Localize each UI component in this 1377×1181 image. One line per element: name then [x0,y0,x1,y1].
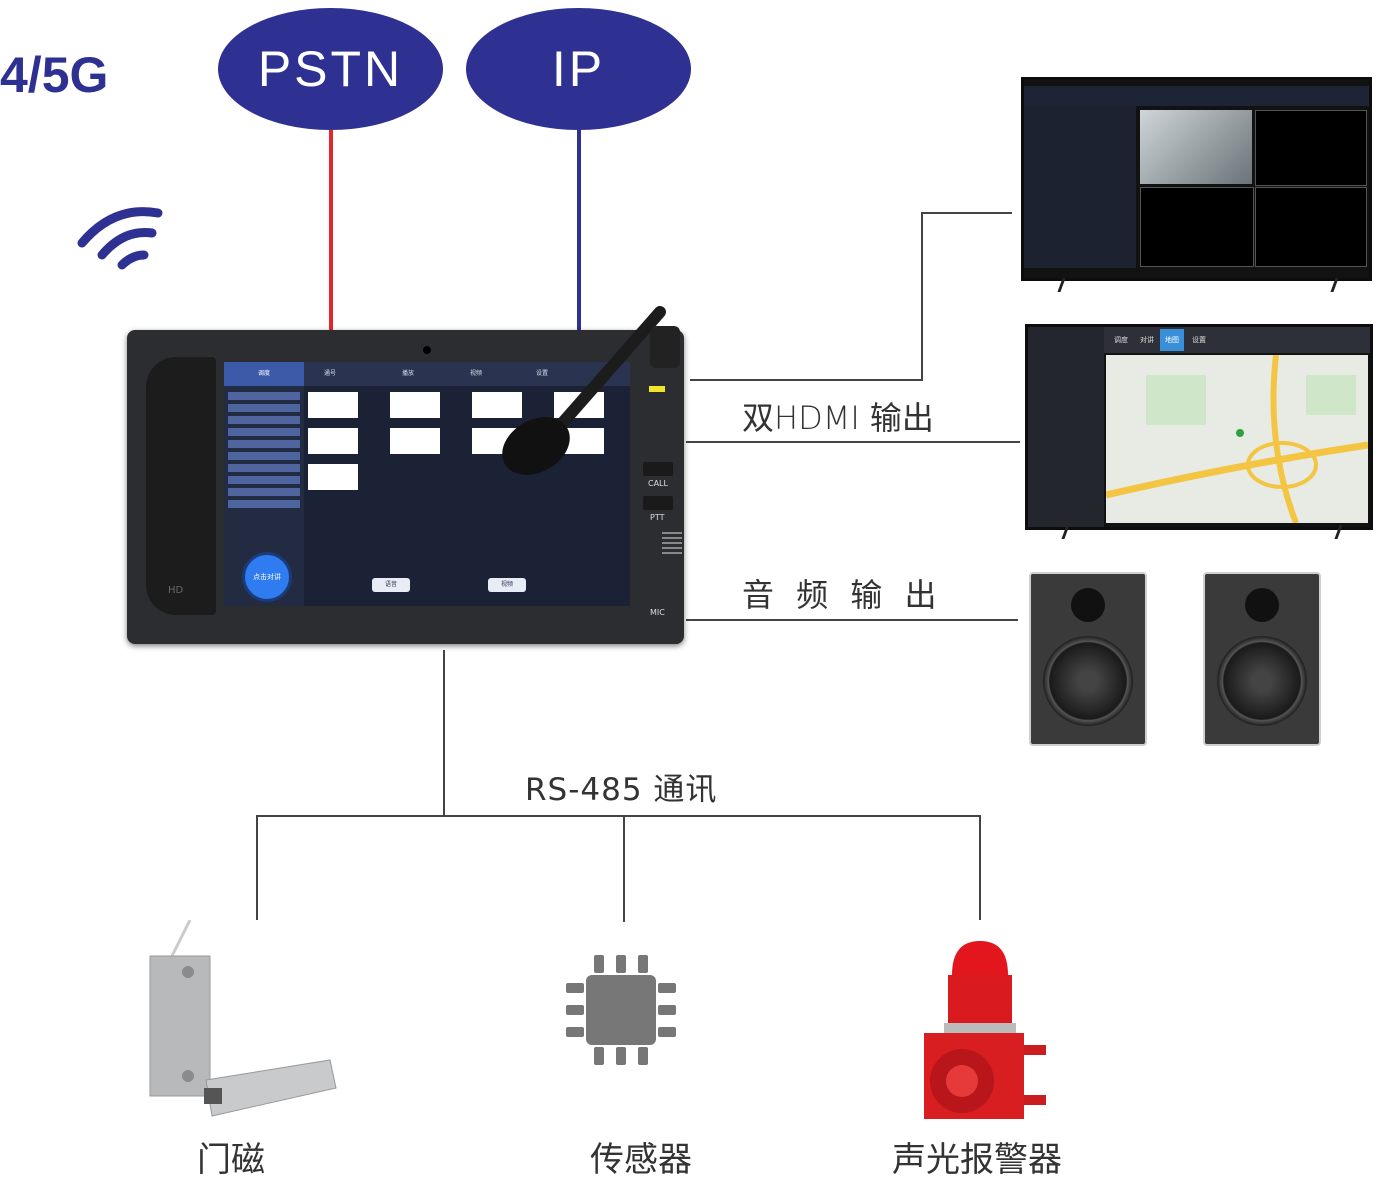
call-button[interactable] [643,462,673,476]
call-label: CALL [648,479,668,488]
tv-video-topbar [1024,86,1369,106]
tab-settings[interactable]: 设置 [536,370,549,377]
camera-lens [423,346,431,354]
map-tab-settings[interactable]: 设置 [1192,336,1206,344]
alarm-label: 声光报警器 [892,1140,1062,1180]
video-tile-2[interactable] [1255,110,1367,186]
tv-stand-2 [1061,525,1343,539]
hdmi-output-label: 双HDMI 输出 [742,399,934,437]
tab-number[interactable]: 通号 [324,370,337,377]
speaker-right [1203,572,1321,746]
video-monitor-tv [1021,77,1372,281]
map-roads [1105,354,1369,525]
tab-video[interactable]: 视频 [470,370,483,377]
mobile-network-label: 4/5G [0,47,109,103]
sidebar-group-list[interactable] [228,392,300,510]
tv-video-sidebar [1024,106,1136,268]
tweeter-icon [1071,588,1105,622]
map-view[interactable] [1105,354,1369,525]
ptt-label: PTT [650,513,665,522]
tab-dispatch[interactable]: 调度 [224,362,304,386]
tweeter-icon [1245,588,1279,622]
sensor-label: 传感器 [590,1140,692,1180]
voice-button[interactable]: 语音 [372,578,410,592]
video-tile-1[interactable] [1140,110,1252,184]
audio-output-label: 音 频 输 出 [742,576,943,614]
speaker-grille [662,532,682,556]
door-magnet-icon [149,920,337,1117]
map-tab-map[interactable]: 地图 [1160,329,1184,351]
map-tab-intercom[interactable]: 对讲 [1140,336,1154,344]
woofer-icon [1043,636,1133,726]
map-monitor-tv: 调度 对讲 地图 设置 [1025,324,1373,530]
tv-stand-1 [1057,278,1339,292]
woofer-icon [1217,636,1307,726]
video-button[interactable]: 视频 [488,578,526,592]
video-tile-4[interactable] [1255,187,1367,267]
speaker-left [1029,572,1147,746]
alarm-siren-icon [924,941,1046,1119]
gooseneck-mic[interactable] [500,298,690,478]
ptt-button[interactable] [643,496,673,510]
rs485-label: RS-485 通讯 [525,772,718,808]
talk-button[interactable]: 点击对讲 [242,552,292,602]
handset[interactable] [146,357,216,615]
terminal-screen: 调度 通号 播放 视频 设置 点击对讲 语音 视频 [224,362,630,606]
handset-mark: HD [168,585,184,596]
mic-label: MIC [650,608,665,617]
ip-ellipse: IP [466,8,691,130]
map-tab-dispatch[interactable]: 调度 [1114,336,1128,344]
video-tile-3[interactable] [1140,187,1254,267]
map-tv-sidebar [1028,327,1104,527]
indicator-light [649,386,665,392]
sensor-chip-icon [566,955,676,1065]
door-sensor-label: 门磁 [197,1140,265,1180]
tab-playback[interactable]: 播放 [402,370,415,377]
wifi-icon [77,207,163,270]
pstn-ellipse: PSTN [218,8,443,130]
map-tv-topbar [1104,327,1370,353]
